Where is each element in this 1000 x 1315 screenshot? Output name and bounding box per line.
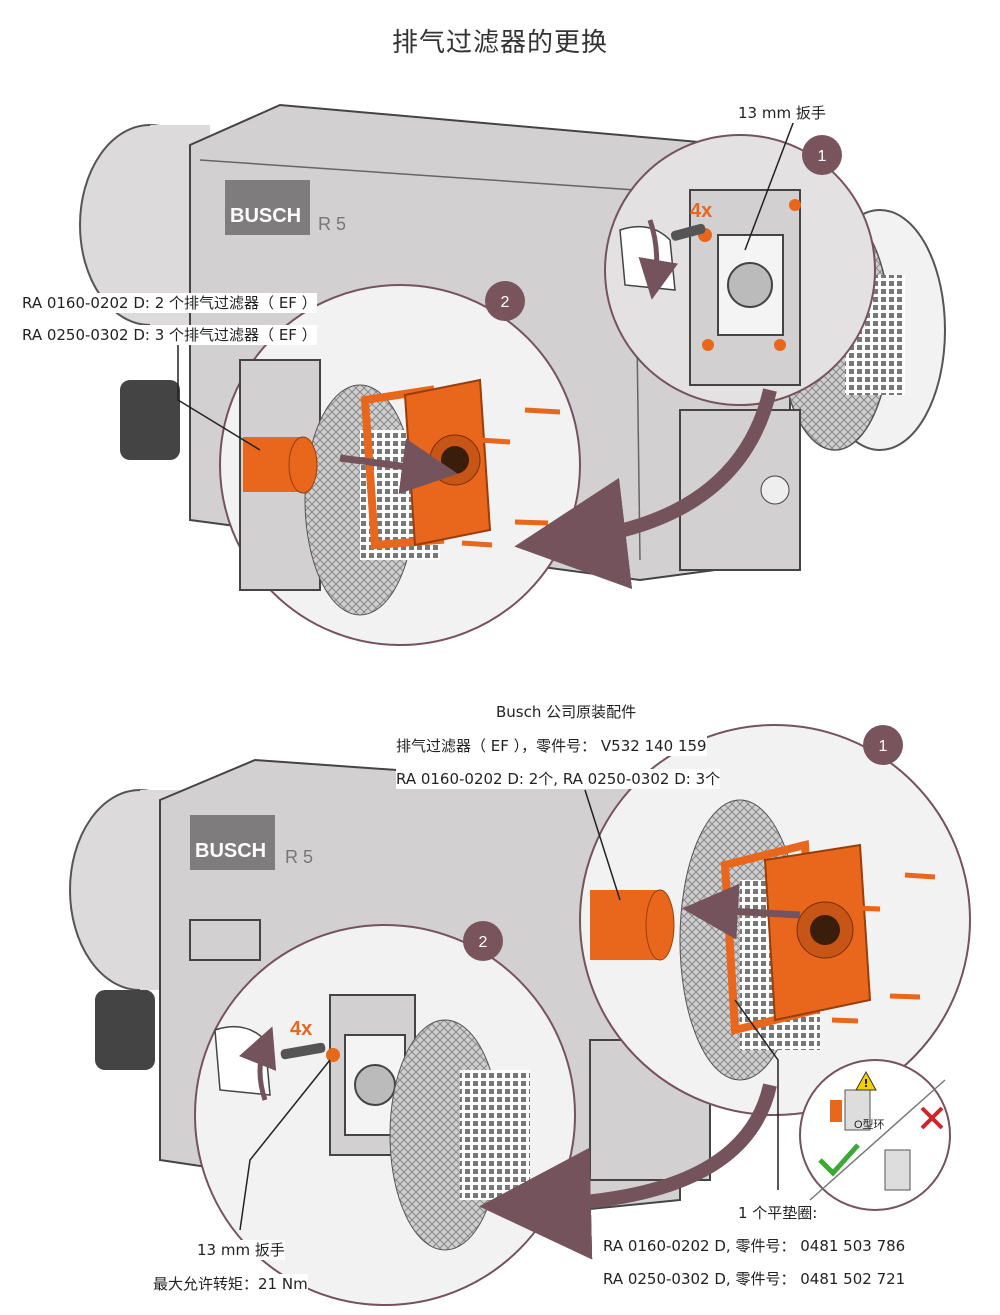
top-detail-circle-1 [604,134,876,406]
bottom-step1-badge [863,725,903,765]
parts-line-3: RA 0160-0202 D: 2个, RA 0250-0302 D: 3个 [396,769,721,789]
insert-arrow-icon [339,438,458,495]
bottom-step2-number: 2 [479,934,488,951]
top-count-label: 4x [690,200,712,222]
bottom-sequence-arrow [479,1083,777,1260]
bottom-count-label: 4x [290,1018,312,1040]
brand-plate [225,180,310,235]
bottom-step1-number: 1 [879,738,888,755]
page-title: 排气过滤器的更换 [391,28,608,58]
parts-line-2: 排气过滤器（ EF ），零件号： V532 140 159 [396,736,707,756]
rotate-arrow-icon [638,219,679,300]
top-step2-number: 2 [501,294,510,311]
rotate-arrow-icon [239,1026,277,1101]
top-wrench-label: 13 mm 扳手 [738,103,826,123]
brand-logo: BUSCH [195,840,266,862]
gasket-line-3: RA 0250-0302 D, 零件号： 0481 502 721 [603,1269,906,1289]
oring-label: O型环 [854,1117,885,1131]
top-step1-badge [802,135,842,175]
gasket-line-1: 1 个平垫圈: [738,1203,818,1223]
insert-arrow-icon [682,883,801,940]
top-filter-leader [177,340,261,451]
bottom-step2-badge [463,921,503,961]
top-step2-badge [485,281,525,321]
top-wrench-leader [744,117,796,251]
svg-text:!: ! [863,1077,868,1090]
brand-plate [190,815,275,870]
parts-leader [584,789,621,901]
warning-icon [855,1070,877,1091]
top-filter-note-1: RA 0160-0202 D: 2 个排气过滤器（ EF ） [22,293,317,313]
torque-label: 最大允许转矩：21 Nm [153,1274,308,1294]
model-label: R 5 [285,847,313,867]
parts-line-1: Busch 公司原装配件 [496,702,637,722]
bottom-wrench-leader [239,1059,331,1231]
top-step1-number: 1 [818,148,827,165]
top-filter-note-2: RA 0250-0302 D: 3 个排气过滤器（ EF ） [22,325,317,345]
wrench-icon [670,223,706,241]
cross-icon [920,1106,944,1130]
bottom-detail-circle-1 [579,724,971,1116]
hand-icon [619,225,676,291]
brand-logo: BUSCH [230,205,301,227]
check-icon [818,1143,860,1177]
wrench-icon [280,1042,326,1060]
gasket-leader [734,999,779,1190]
oring-inset: ! [799,1059,951,1211]
model-label: R 5 [318,214,346,234]
gasket-line-2: RA 0160-0202 D, 零件号： 0481 503 786 [603,1236,906,1256]
top-sequence-arrow [514,388,777,590]
bottom-wrench-label: 13 mm 扳手 [197,1240,285,1260]
top-detail-circle-2 [219,284,581,646]
